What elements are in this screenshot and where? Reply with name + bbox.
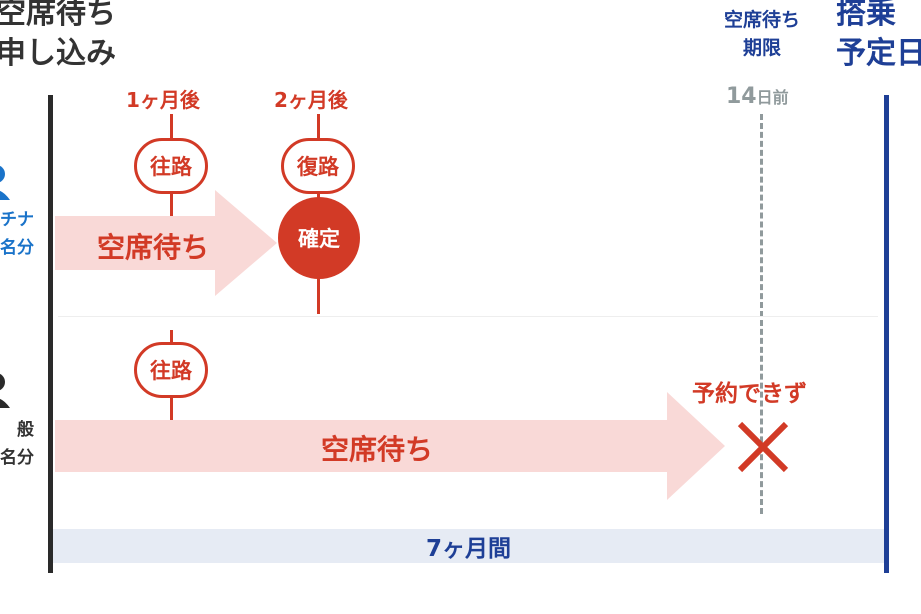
label-line: 般 [17,420,34,440]
title-line: 申し込み [0,36,116,71]
title-line: 搭乗 [836,0,896,31]
row-divider [58,316,878,317]
confirmed-badge: 確定 [278,197,360,279]
apply-title: 空席待ち申し込み [0,0,116,74]
unreserved-label: 予約できず [692,381,807,407]
return-badge: 復路 [281,138,355,194]
title-line: 空席待ち [0,0,116,31]
marker-1-month: 1ヶ月後 [126,88,200,112]
arrow-label: 空席待ち [321,433,434,466]
outbound-badge: 往路 [134,138,208,194]
user-icon [0,372,14,408]
title-line: 予定日 [836,36,921,71]
duration-label: 7ヶ月間 [425,536,511,562]
start-line [48,95,53,573]
duration-bar: 7ヶ月間 [53,529,884,563]
days-unit: 日前 [756,88,789,107]
end-line [884,95,889,573]
waitlist-arrow: 空席待ち [55,190,285,296]
days-num: 14 [726,84,757,109]
label-line: 名分 [0,238,34,258]
boarding-title: 搭乗予定日 [836,0,921,74]
waitlist-arrow: 空席待ち [55,392,735,500]
deadline-label: 空席待ち期限 [700,6,824,62]
deadline-line: 期限 [742,37,781,59]
platinum-label: チナ名分 [0,206,34,262]
arrow-label: 空席待ち [97,231,210,264]
label-line: チナ [0,210,34,230]
cross-icon [736,420,790,478]
outbound-badge: 往路 [134,342,208,398]
marker-2-month: 2ヶ月後 [274,88,348,112]
general-label: 般名分 [0,416,34,472]
user-icon [0,164,14,200]
deadline-days: 14日前 [726,84,789,109]
deadline-line: 空席待ち [723,9,800,31]
deadline-line [760,114,763,514]
label-line: 名分 [0,448,34,468]
